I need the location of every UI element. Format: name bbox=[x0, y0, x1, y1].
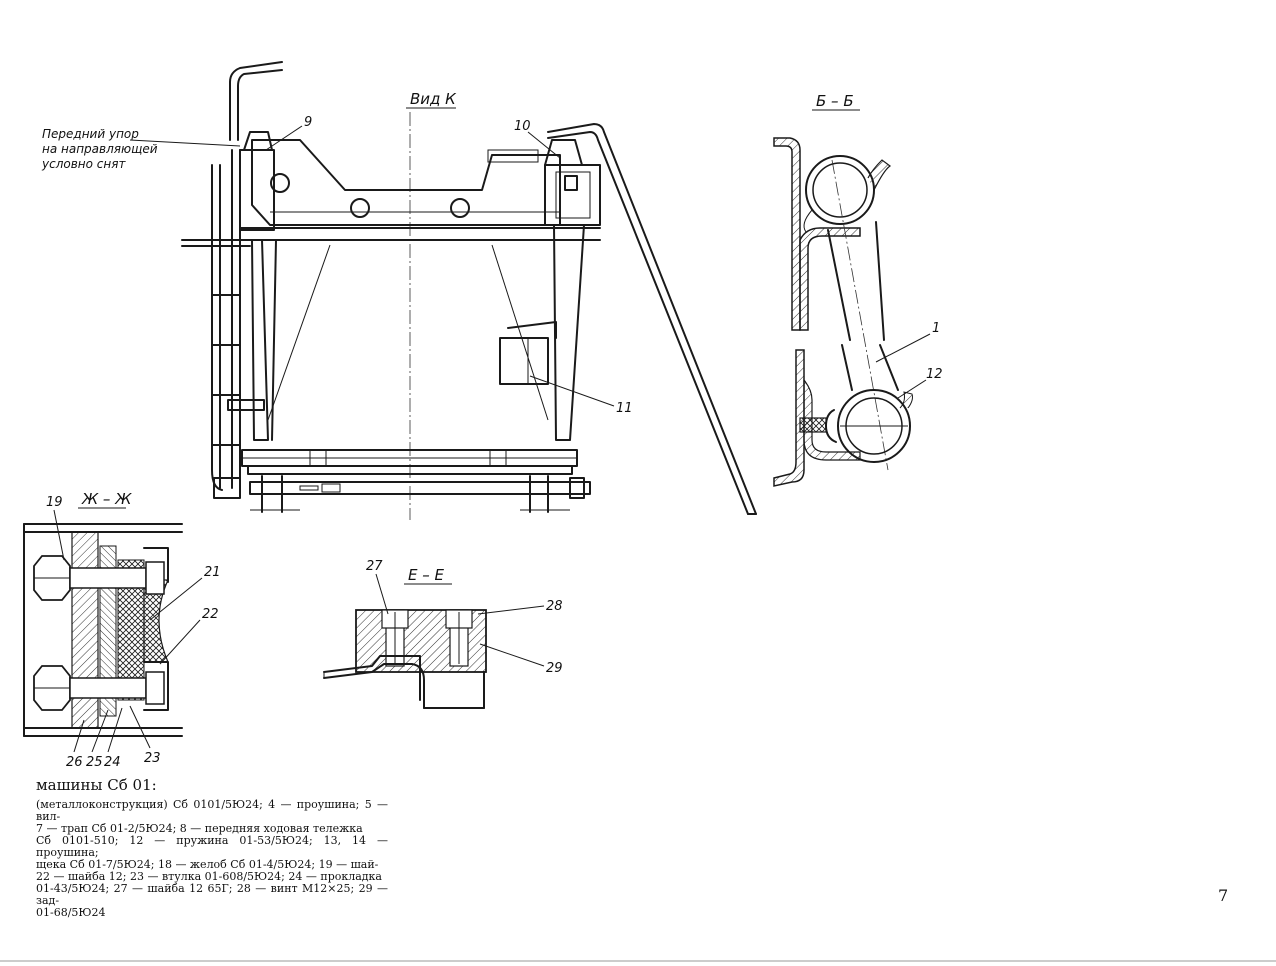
section-zh-zh: Ж – Ж 19 21 22 23 24 25 bbox=[23, 490, 221, 770]
callout-11: 11 bbox=[616, 401, 633, 416]
caption-line: щека Сб 01-7/5Ю24; 18 — желоб Сб 01-4/5Ю… bbox=[36, 858, 379, 871]
section-zh-title: Ж – Ж bbox=[81, 490, 132, 508]
bottom-edge bbox=[0, 960, 1276, 962]
section-e-title: Е – Е bbox=[408, 566, 445, 584]
caption-line: Сб 0101-510; 12 — пружина 01-53/5Ю24; 13… bbox=[36, 834, 388, 859]
section-b-title: Б – Б bbox=[816, 92, 854, 110]
note-line-1: Передний упор bbox=[42, 127, 139, 141]
page-number: 7 bbox=[1218, 886, 1229, 905]
caption-line: (металлоконструкция) Сб 0101/5Ю24; 4 — п… bbox=[36, 798, 388, 823]
callout-21: 21 bbox=[204, 565, 221, 580]
callout-28: 28 bbox=[546, 599, 563, 614]
caption-body: (металлоконструкция) Сб 0101/5Ю24; 4 — п… bbox=[36, 799, 388, 919]
figure-caption: машины Сб 01: (металлоконструкция) Сб 01… bbox=[36, 776, 388, 919]
caption-line: 7 — трап Сб 01-2/5Ю24; 8 — передняя ходо… bbox=[36, 822, 363, 835]
view-k-title: Вид К bbox=[410, 90, 457, 108]
callout-27: 27 bbox=[366, 559, 383, 574]
callout-25: 25 bbox=[86, 755, 103, 770]
caption-line: 01-43/5Ю24; 27 — шайба 12 65Г; 28 — винт… bbox=[36, 882, 388, 907]
callout-9: 9 bbox=[304, 115, 312, 130]
callout-19: 19 bbox=[46, 495, 63, 510]
note-line-2: на направляющей bbox=[42, 142, 158, 156]
callout-22: 22 bbox=[202, 607, 219, 622]
caption-line: 01-68/5Ю24 bbox=[36, 906, 106, 919]
caption-heading: машины Сб 01: bbox=[36, 776, 157, 794]
callout-29: 29 bbox=[546, 661, 563, 676]
caption-line: 22 — шайба 12; 23 — втулка 01-608/5Ю24; … bbox=[36, 870, 382, 883]
view-k: Вид К bbox=[41, 61, 757, 520]
callout-24: 24 bbox=[104, 755, 121, 770]
note-line-3: условно снят bbox=[41, 157, 126, 171]
callout-23: 23 bbox=[144, 751, 161, 766]
callout-12: 12 bbox=[926, 367, 943, 382]
section-b-b: Б – Б 1 12 bbox=[773, 92, 943, 487]
callout-1: 1 bbox=[932, 321, 940, 336]
section-e-e: Е – Е 27 28 29 bbox=[323, 559, 563, 709]
callout-26: 26 bbox=[66, 755, 83, 770]
callout-10: 10 bbox=[514, 119, 531, 134]
